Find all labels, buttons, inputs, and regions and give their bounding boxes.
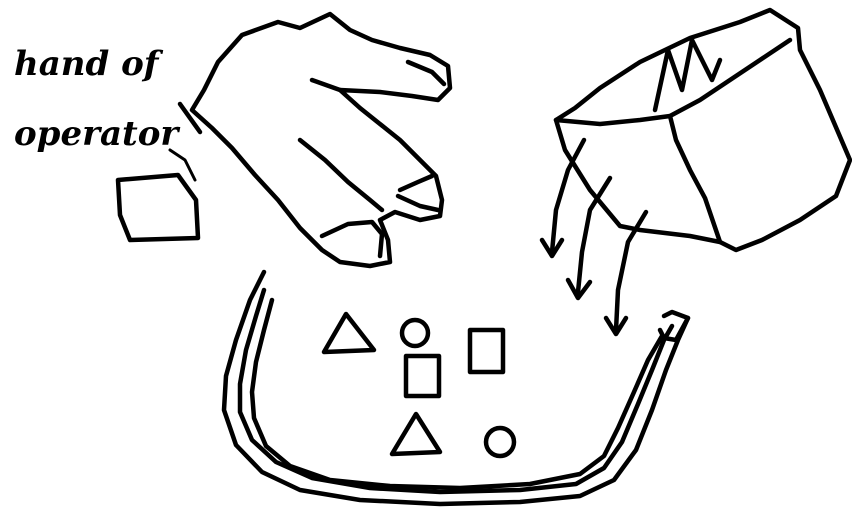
square-shape-1 (470, 330, 503, 372)
fingernail-1 (408, 62, 444, 84)
finger-line-3 (400, 176, 432, 190)
tray-inner-rim (252, 300, 662, 488)
circle-shape-1 (402, 320, 428, 346)
finger-line-1 (312, 80, 340, 90)
annotation-label: hand of operator (14, 44, 180, 154)
tipping-box (556, 10, 850, 250)
falling-arrows (542, 140, 646, 334)
tray-contents (324, 314, 514, 456)
annotation-line-1: hand of (14, 44, 164, 84)
wrist-cuff-line (180, 104, 200, 132)
box-outline (556, 10, 850, 250)
hand-outline (192, 14, 450, 266)
fingernail-2 (398, 196, 438, 210)
box-edge-vertical (670, 116, 720, 242)
triangle-shape-2 (392, 414, 440, 454)
square-shape-2 (406, 356, 439, 396)
hand-thumb (118, 175, 198, 240)
fingernail-3 (322, 222, 382, 256)
circle-shape-2 (486, 428, 514, 456)
annotation-line-2: operator (14, 114, 180, 154)
finger-line-2 (300, 140, 382, 210)
box-edge-top (556, 40, 790, 124)
triangle-shape-1 (324, 314, 374, 352)
